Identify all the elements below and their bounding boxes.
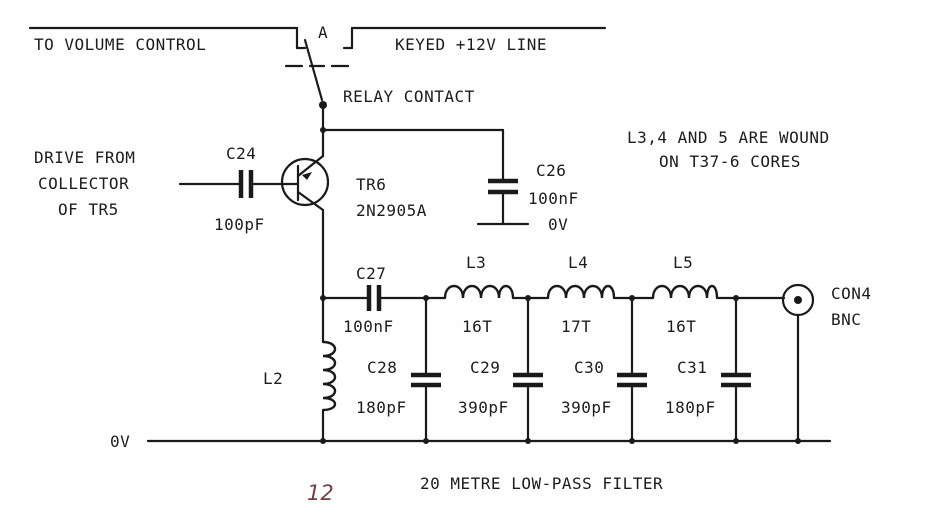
l5-turns: 16T — [666, 317, 696, 336]
con4-bnc-connector — [781, 283, 815, 443]
ground-label: 0V — [110, 432, 130, 451]
tr6-transistor — [280, 128, 330, 301]
c30-capacitor — [617, 296, 647, 443]
c26-capacitor — [321, 128, 530, 226]
c26-ground: 0V — [548, 215, 568, 234]
c26-name: C26 — [536, 161, 566, 180]
l4-inductor — [546, 284, 655, 301]
ground-rail — [146, 438, 832, 444]
l3-name: L3 — [466, 253, 486, 272]
l5-inductor — [651, 284, 786, 301]
c29-capacitor — [513, 296, 543, 443]
tr6-name: TR6 — [356, 175, 386, 194]
relay-contact — [28, 26, 607, 133]
c24-capacitor — [178, 170, 294, 198]
c31-value: 180pF — [665, 398, 716, 417]
l2-inductor — [321, 296, 337, 443]
tr6-type: 2N2905A — [356, 201, 427, 220]
to-volume-control-label: TO VOLUME CONTROL — [34, 35, 206, 54]
con4-type: BNC — [831, 310, 861, 329]
drive-label-line-2: COLLECTOR — [38, 174, 129, 193]
c28-value: 180pF — [356, 398, 407, 417]
cores-note-line-2: ON T37-6 CORES — [659, 152, 801, 171]
diagram-title: 20 METRE LOW-PASS FILTER — [420, 474, 663, 493]
c31-name: C31 — [677, 358, 707, 377]
l4-name: L4 — [568, 253, 588, 272]
c30-name: C30 — [574, 358, 604, 377]
keyed-line-label: KEYED +12V LINE — [395, 35, 547, 54]
c27-capacitor — [321, 285, 447, 311]
cores-note-line-1: L3,4 AND 5 ARE WOUND — [627, 128, 830, 147]
l5-name: L5 — [673, 253, 693, 272]
l4-turns: 17T — [561, 317, 591, 336]
drive-label-line-1: DRIVE FROM — [34, 148, 135, 167]
c24-name: C24 — [226, 144, 256, 163]
l3-inductor — [443, 284, 550, 301]
c27-value: 100nF — [343, 317, 394, 336]
page-number: 12 — [307, 481, 334, 505]
con4-name: CON4 — [831, 284, 872, 303]
c27-name: C27 — [356, 264, 386, 283]
relay-contact-label: RELAY CONTACT — [343, 87, 475, 106]
c28-name: C28 — [367, 358, 397, 377]
drive-label-line-3: OF TR5 — [58, 200, 119, 219]
c30-value: 390pF — [561, 398, 612, 417]
c29-name: C29 — [470, 358, 500, 377]
l3-turns: 16T — [462, 317, 492, 336]
c28-capacitor — [411, 296, 441, 443]
c31-capacitor — [721, 296, 751, 443]
relay-a-label: A — [318, 23, 328, 42]
c29-value: 390pF — [458, 398, 509, 417]
c24-value: 100pF — [214, 215, 265, 234]
c26-value: 100nF — [528, 189, 579, 208]
l2-name: L2 — [263, 369, 283, 388]
